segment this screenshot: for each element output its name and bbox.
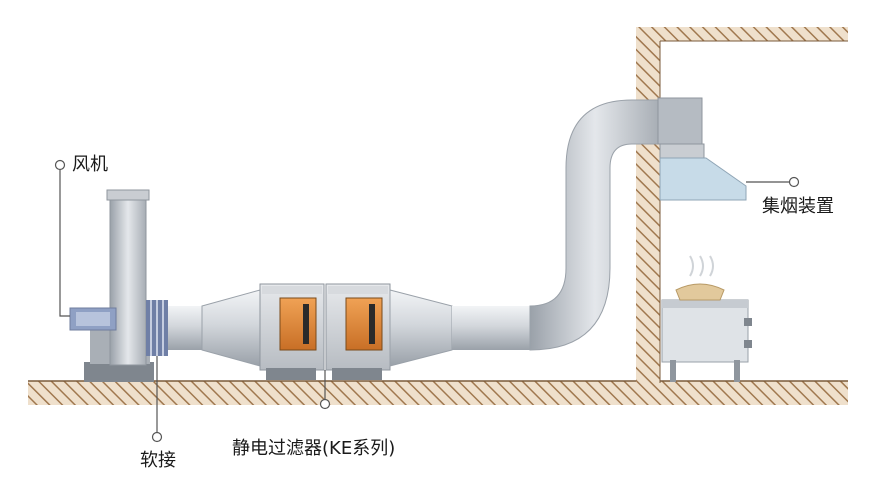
soft-joint-label: 软接 — [140, 450, 176, 471]
wall — [636, 27, 848, 383]
outlet-duct — [389, 97, 703, 367]
esp-filter-2 — [325, 283, 391, 380]
stove — [661, 255, 752, 382]
esp-filter-1 — [259, 283, 325, 380]
smoke-hood — [659, 143, 747, 201]
inlet-duct — [168, 289, 261, 367]
floor — [28, 380, 848, 405]
soft-joint — [146, 300, 168, 356]
leader-lines — [54, 159, 800, 443]
hood-label: 集烟装置 — [762, 196, 834, 217]
esp-filter-label: 静电过滤器(KE系列) — [232, 438, 396, 459]
fan-unit — [69, 189, 154, 382]
fan-label: 风机 — [72, 154, 108, 175]
